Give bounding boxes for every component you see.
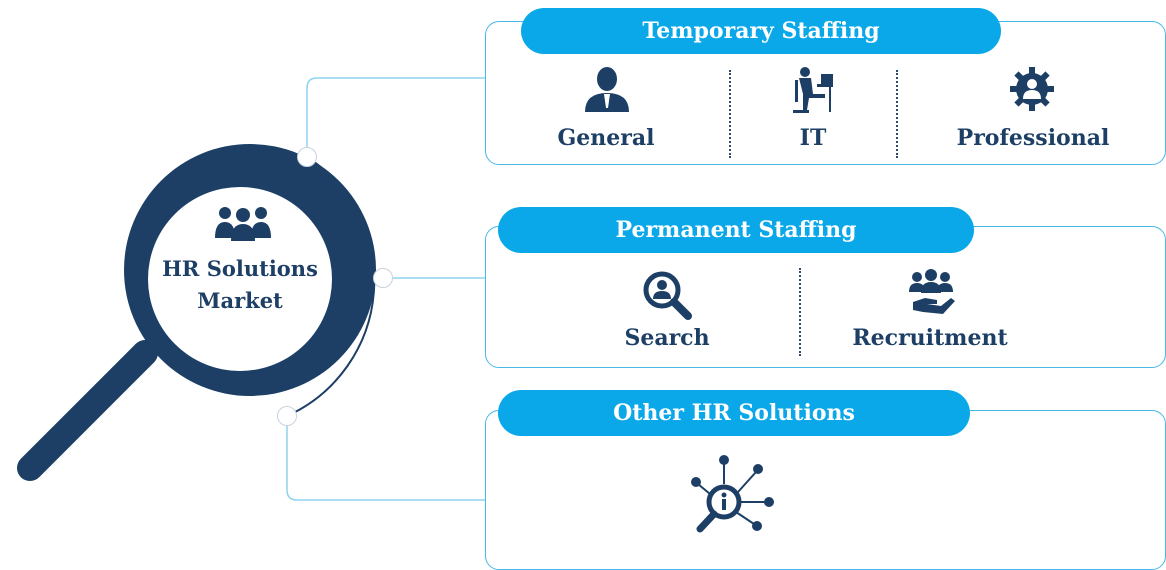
temporary-staffing-title: Temporary Staffing <box>521 8 1001 54</box>
center-title-line1: HR Solutions <box>162 256 318 281</box>
permanent-staffing-title: Permanent Staffing <box>498 207 974 253</box>
other-hr-solutions-panel <box>485 410 1166 570</box>
group-icon <box>215 207 271 241</box>
connector-dot-top <box>297 147 317 167</box>
connector-dot-bottom <box>277 406 297 426</box>
permanent-item-recruitment: Recruitment <box>852 325 1008 351</box>
temporary-divider-2 <box>896 70 898 158</box>
temporary-item-general: General <box>557 125 655 151</box>
temporary-divider-1 <box>729 70 731 158</box>
search-person-icon <box>643 271 692 320</box>
center-title-line2: Market <box>197 288 283 313</box>
temporary-item-it: IT <box>799 125 827 151</box>
magnifier-icon <box>17 144 376 481</box>
other-hr-solutions-title: Other HR Solutions <box>498 390 970 436</box>
person-icon <box>585 67 629 112</box>
permanent-item-search: Search <box>624 325 710 351</box>
center-title: HR Solutions Market <box>157 253 323 317</box>
connector-dot-middle <box>373 268 393 288</box>
permanent-divider <box>799 268 801 356</box>
info-network-search-icon <box>691 455 774 533</box>
gear-person-icon <box>1010 67 1054 111</box>
temporary-item-professional: Professional <box>956 125 1110 151</box>
hand-group-icon <box>909 269 955 314</box>
desk-worker-icon <box>793 67 833 113</box>
